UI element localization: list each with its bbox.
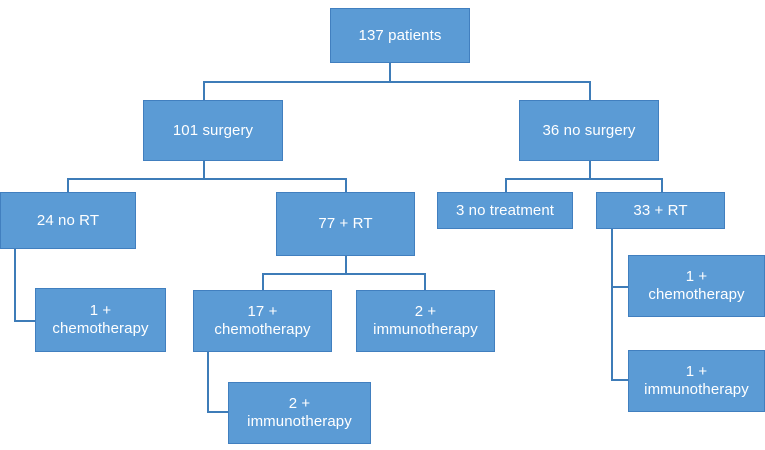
node-chemo-17-line1: 17 + [247,303,278,321]
connector-no-surgery-down [589,160,591,179]
node-root-label: 137 patients [358,26,442,44]
node-chemo-1-left-label: 1 + chemotherapy [40,302,161,337]
connector-to-chemo-17 [262,273,264,291]
connector-to-rt-77 [345,178,347,197]
node-immuno-2-under[interactable]: 2 + immunotherapy [228,382,371,444]
connector-to-surgery [203,81,205,100]
node-no-treatment[interactable]: 3 no treatment [437,192,573,229]
node-surgery[interactable]: 101 surgery [143,100,283,161]
connector-rt33-stub-chemo [611,286,629,288]
node-chemo-1-right[interactable]: 1 + chemotherapy [628,255,765,317]
node-rt-33[interactable]: 33 + RT [596,192,725,229]
connector-rt77-down [345,255,347,274]
node-chemo-1-left[interactable]: 1 + chemotherapy [35,288,166,352]
node-immuno-2-right-line1: 2 + [414,303,437,321]
node-rt-77-label: 77 + RT [318,215,373,233]
node-immuno-2-under-line1: 2 + [288,395,311,413]
node-rt-77[interactable]: 77 + RT [276,192,415,256]
node-immuno-1-right-label: 1 + immunotherapy [633,363,760,398]
node-chemo-17[interactable]: 17 + chemotherapy [193,290,332,352]
connector-to-no-surgery [589,81,591,100]
connector-chemo17-elbow-right [207,411,229,413]
connector-surgery-down [203,160,205,179]
node-rt-33-label: 33 + RT [633,201,688,219]
node-chemo-1-left-line1: 1 + [89,302,112,320]
node-chemo-17-line2: chemotherapy [214,321,311,338]
connector-rt33-stub-immuno [611,379,629,381]
node-immuno-1-right-line1: 1 + [685,363,708,381]
node-immuno-1-right-line2: immunotherapy [644,381,749,398]
node-root[interactable]: 137 patients [330,8,470,63]
node-chemo-1-right-line2: chemotherapy [648,286,745,303]
connector-to-rt-33 [661,178,663,197]
node-immuno-2-under-line2: immunotherapy [247,413,352,430]
connector-rt77-bar [262,273,426,275]
node-immuno-2-right[interactable]: 2 + immunotherapy [356,290,495,352]
connector-no-rt-elbow-down [14,248,16,321]
connector-chemo17-elbow-down [207,351,209,412]
node-surgery-label: 101 surgery [172,121,254,139]
node-chemo-1-right-line1: 1 + [685,268,708,286]
node-immuno-2-right-label: 2 + immunotherapy [361,303,490,338]
node-no-surgery[interactable]: 36 no surgery [519,100,659,161]
node-no-rt[interactable]: 24 no RT [0,192,136,249]
node-immuno-2-under-label: 2 + immunotherapy [233,395,366,430]
connector-rt33-trunk [611,229,613,381]
node-chemo-17-label: 17 + chemotherapy [198,303,327,338]
connector-no-rt-elbow-right [14,320,36,322]
node-chemo-1-right-label: 1 + chemotherapy [633,268,760,303]
node-chemo-1-left-line2: chemotherapy [52,320,149,337]
connector-no-surgery-bar [505,178,663,180]
node-no-rt-label: 24 no RT [36,211,100,229]
node-no-treatment-label: 3 no treatment [455,201,555,219]
connector-to-no-treatment [505,178,507,197]
connector-to-immuno-2 [424,273,426,291]
node-immuno-1-right[interactable]: 1 + immunotherapy [628,350,765,412]
connector-to-no-rt [67,178,69,197]
node-immuno-2-right-line2: immunotherapy [373,321,478,338]
node-no-surgery-label: 36 no surgery [542,121,636,139]
connector-root-down [389,62,391,82]
connector-surgery-bar [67,178,347,180]
connector-level1-bar [203,81,591,83]
